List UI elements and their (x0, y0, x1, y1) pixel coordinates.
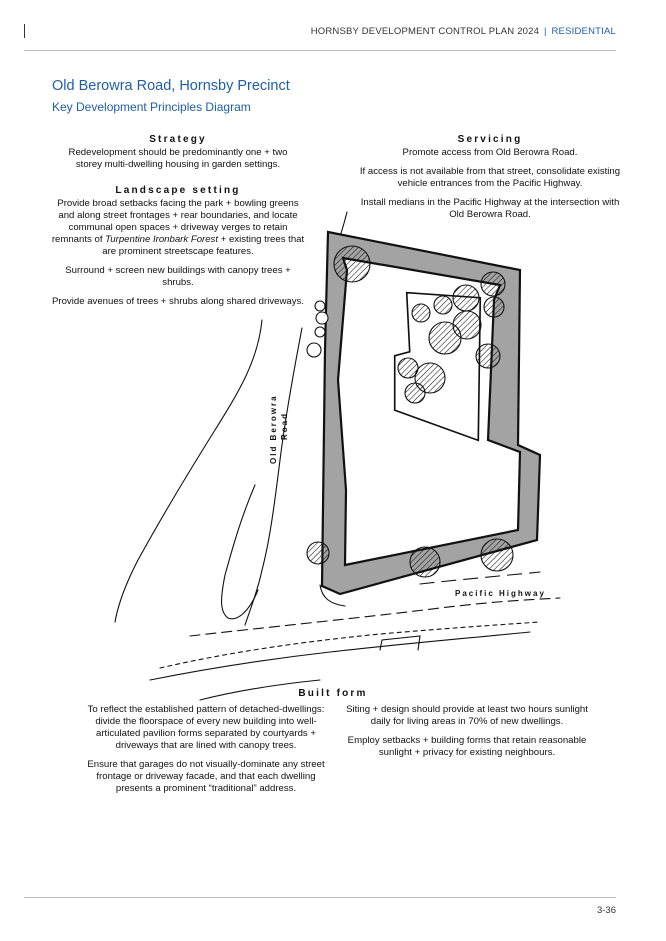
built-form-text-1: To reflect the established pattern of de… (87, 704, 325, 751)
site-setback (320, 230, 542, 596)
tree-icon (480, 538, 514, 572)
servicing-block: Servicing Promote access from Old Berowr… (357, 134, 623, 228)
pacific-highway-label: Pacific Highway (455, 589, 546, 598)
servicing-text-2: If access is not available from that str… (359, 166, 621, 189)
strategy-block: Strategy Redevelopment should be predomi… (62, 134, 294, 178)
road-edge-centre (244, 327, 303, 626)
built-form-heading: Built form (298, 688, 368, 699)
servicing-text-3: Install medians in the Pacific Highway a… (360, 197, 620, 220)
header-section: RESIDENTIAL (551, 26, 616, 37)
header-marker (24, 24, 25, 38)
tree-icon (428, 321, 462, 355)
footer-rule (24, 897, 616, 898)
road-edge-west (114, 319, 263, 623)
landscape-text-1: Provide broad setbacks facing the park +… (50, 198, 306, 258)
landscape-block: Landscape setting Provide broad setbacks… (50, 185, 306, 315)
tree-icon (433, 295, 453, 315)
tree-icon (306, 541, 330, 565)
landscape-text-1b: + existing trees that are prominent stre… (102, 234, 305, 257)
highway-edge-2 (159, 621, 541, 669)
landscape-text-3: Provide avenues of trees + shrubs along … (52, 296, 304, 307)
tree-icon (483, 296, 505, 318)
header-rule (24, 50, 616, 51)
highway-edge-1 (149, 631, 531, 681)
built-form-text-2: Ensure that garages do not visually-domi… (87, 759, 325, 794)
highway-edge-4 (419, 571, 541, 585)
tree-icon (475, 343, 501, 369)
shrub-icon (306, 342, 322, 358)
kerb-notch (379, 635, 421, 651)
shrub-icon (314, 326, 326, 338)
shrub-icon (314, 300, 326, 312)
canopy-trees (306, 245, 514, 578)
tree-icon (409, 546, 441, 578)
tree-icon (480, 271, 506, 297)
road-sketch-lines (114, 211, 561, 701)
landscape-text-2: Surround + screen new buildings with can… (65, 265, 291, 288)
highway-lane-line (189, 597, 561, 637)
existing-shrubs (306, 300, 329, 358)
page-number: 3-36 (596, 905, 616, 916)
landscape-text-1a: Provide broad setbacks facing the park +… (51, 198, 299, 245)
built-form-left: To reflect the established pattern of de… (78, 704, 334, 802)
landscape-heading: Landscape setting (115, 185, 241, 196)
strategy-text: Redevelopment should be predominantly on… (68, 147, 288, 170)
servicing-heading: Servicing (457, 134, 523, 145)
landscape-italic-term: Turpentine Ironbark Forest (105, 234, 219, 245)
median-island (221, 484, 259, 620)
header-separator: | (543, 26, 547, 37)
highway-edge-3 (199, 679, 321, 701)
servicing-text-1: Promote access from Old Berowra Road. (402, 147, 578, 158)
old-berowra-road-label-line1: Old Berowra (269, 394, 278, 464)
tree-icon (333, 245, 371, 283)
built-form-text-4: Employ setbacks + building forms that re… (347, 735, 587, 758)
page-title: Old Berowra Road, Hornsby Precinct (52, 78, 290, 94)
built-form-right: Siting + design should provide at least … (336, 704, 598, 766)
corner-curve (319, 584, 346, 607)
page-subtitle: Key Development Principles Diagram (52, 100, 251, 114)
built-form-text-3: Siting + design should provide at least … (346, 704, 588, 727)
shrub-icon (315, 311, 329, 325)
header-doc-title: HORNSBY DEVELOPMENT CONTROL PLAN 2024 (310, 26, 540, 37)
tree-icon (414, 362, 446, 394)
tree-icon (397, 357, 419, 379)
tree-icon (452, 284, 480, 312)
strategy-heading: Strategy (149, 134, 207, 145)
tree-icon (404, 382, 426, 404)
old-berowra-road-label-line2: Road (280, 412, 289, 440)
running-header: HORNSBY DEVELOPMENT CONTROL PLAN 2024 | … (311, 26, 616, 37)
tree-icon (411, 303, 431, 323)
